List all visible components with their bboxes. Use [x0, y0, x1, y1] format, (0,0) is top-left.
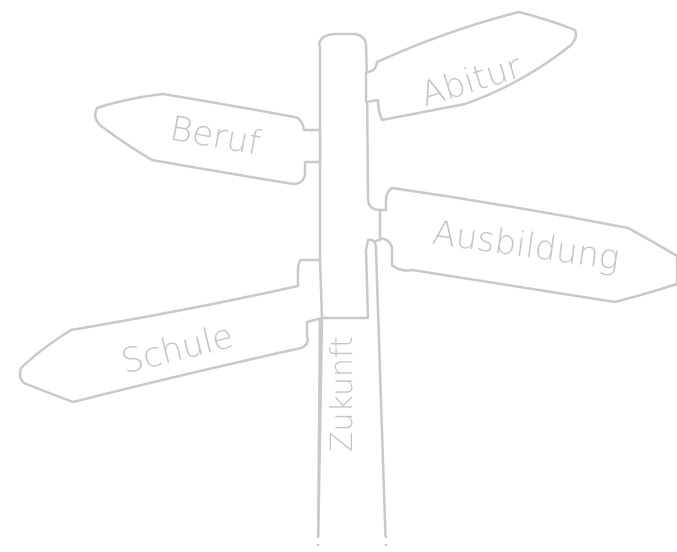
- post-label-zukunft: Zukunft: [325, 336, 360, 452]
